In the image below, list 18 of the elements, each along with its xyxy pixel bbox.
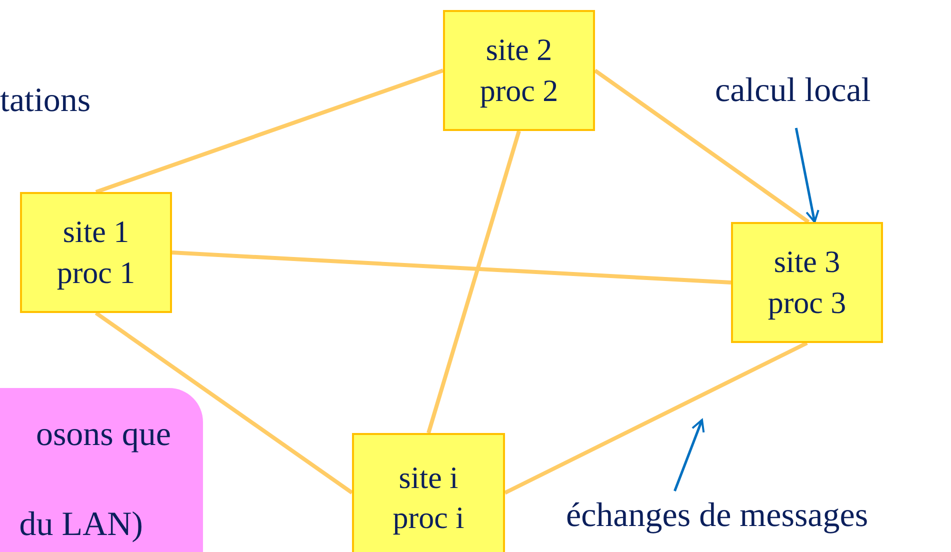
cut-off-text: tations (0, 82, 91, 120)
annotation-text: calcul local (715, 72, 871, 110)
note-text: du LAN) (19, 506, 143, 544)
site-box: site i proc i (352, 433, 505, 552)
site-box: site 2 proc 2 (443, 10, 595, 131)
connection-line (426, 130, 521, 434)
note-box (0, 388, 203, 552)
connection-line (94, 311, 354, 494)
annotation-text: échanges de messages (566, 497, 868, 535)
connection-line (95, 68, 444, 194)
arrow (674, 419, 705, 492)
connection-line (504, 341, 808, 495)
site-box: site 3 proc 3 (731, 222, 883, 343)
site-box: site 1 proc 1 (20, 192, 172, 313)
note-text: osons que (36, 416, 171, 454)
arrow (794, 128, 820, 223)
connection-line (594, 68, 810, 224)
connection-line (172, 250, 732, 284)
